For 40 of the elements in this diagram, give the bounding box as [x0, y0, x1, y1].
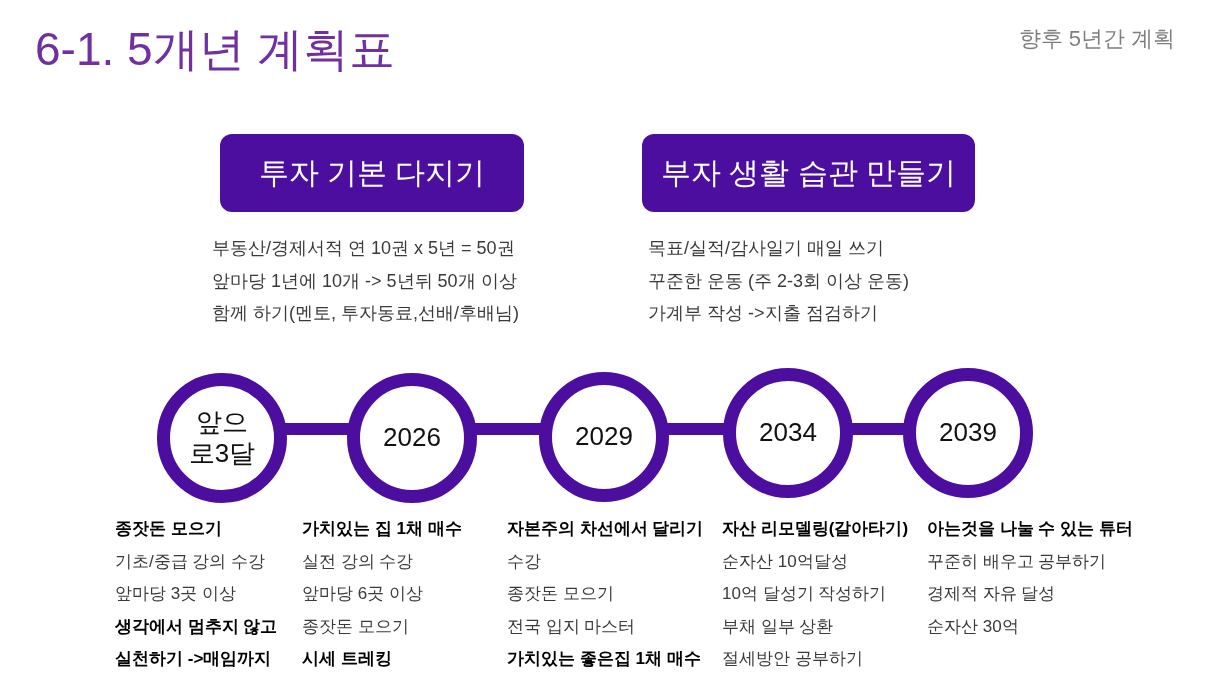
goal-text: 부채 일부 상환: [722, 615, 834, 638]
goal-text: 전국 입지 마스터: [507, 615, 636, 638]
goal-text: 목표/실적/감사일기 매일 쓰기: [648, 237, 884, 260]
goal-text: 앞마당 6곳 이상: [302, 583, 423, 605]
goal-text: 가치있는 집 1채 매수: [302, 518, 462, 540]
goal-text: 수강: [507, 550, 541, 573]
connector-bar: [283, 423, 351, 435]
goal-text: 실전 강의 수강: [302, 550, 414, 573]
timeline-circle: 2034: [723, 368, 853, 498]
goal-text: 시세 트레킹: [302, 648, 392, 670]
goal-text: 순자산 10억달성: [722, 550, 848, 573]
goal-text: 종잣돈 모으기: [115, 518, 222, 540]
goal-text: 앞마당 3곳 이상: [115, 583, 236, 605]
goal-text: 순자산 30억: [927, 615, 1019, 638]
timeline-circle: 2026: [347, 373, 477, 503]
goal-text: 경제적 자유 달성: [927, 583, 1056, 605]
goal-text: 기초/중급 강의 수강: [115, 550, 266, 573]
goal-text: 자산 리모델링(갈아타기): [722, 518, 909, 540]
goal-text: 가치있는 좋은집 1채 매수: [507, 648, 701, 670]
heading-box: 부자 생활 습관 만들기: [642, 134, 975, 212]
goal-text: 가계부 작성 ->지출 점검하기: [648, 302, 878, 325]
goal-text: 종잣돈 모으기: [302, 615, 409, 638]
goal-text: 절세방안 공부하기: [722, 648, 863, 670]
heading-box: 투자 기본 다지기: [220, 134, 524, 212]
goal-text: 아는것을 나눌 수 있는 튜터: [927, 518, 1133, 540]
goal-text: 자본주의 차선에서 달리기: [507, 518, 704, 540]
header-note: 향후 5년간 계획: [1018, 25, 1175, 53]
goal-text: 꾸준히 배우고 공부하기: [927, 550, 1107, 573]
goal-text: 부동산/경제서적 연 10권 x 5년 = 50권: [212, 237, 515, 260]
timeline-circle: 2029: [539, 372, 669, 502]
goal-text: 생각에서 멈추지 않고 실천하기 ->매임까지: [115, 615, 279, 670]
connector-bar: [473, 423, 543, 435]
goal-text: 종잣돈 모으기: [507, 583, 614, 605]
goal-text: 앞마당 1년에 10개 -> 5년뒤 50개 이상: [212, 269, 517, 293]
goal-text: 10억 달성기 작성하기: [722, 583, 887, 605]
goal-text: 꾸준한 운동 (주 2-3회 이상 운동): [648, 269, 909, 293]
timeline-circle: 앞으로3달: [157, 373, 287, 503]
goal-text: 함께 하기(멘토, 투자동료,선배/후배님): [212, 302, 519, 325]
page-title: 6-1. 5개년 계획표: [35, 22, 396, 77]
timeline-circle: 2039: [903, 368, 1033, 498]
